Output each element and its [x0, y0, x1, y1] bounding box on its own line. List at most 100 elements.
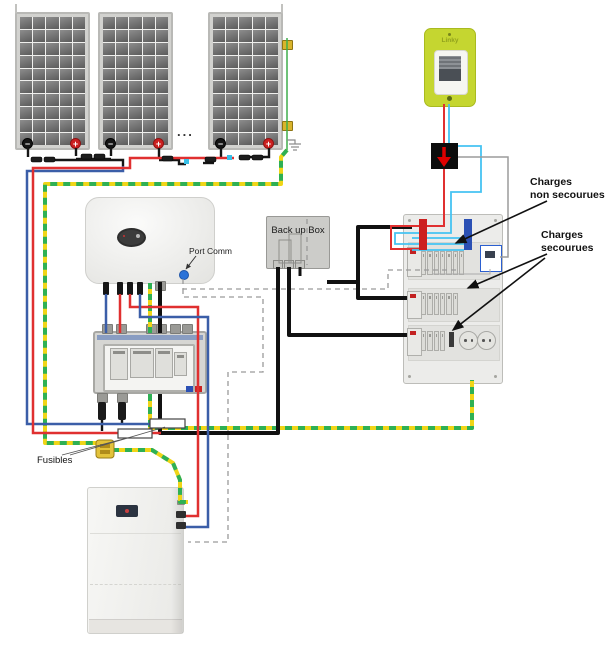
meter-display-bezel	[434, 50, 468, 95]
pv1-positive-terminal: +	[70, 138, 81, 149]
battery-seam	[90, 533, 181, 534]
gland	[182, 324, 193, 334]
pv-cell	[265, 68, 278, 81]
charges-secourues-label: Charges secourues	[541, 229, 613, 255]
pv-cell	[142, 120, 155, 133]
pv-cell	[265, 107, 278, 120]
pv-cell	[20, 94, 33, 107]
ac-backup-to-row3	[287, 267, 407, 337]
pv-cell	[239, 55, 252, 68]
pv-cell	[59, 133, 72, 145]
pv-cell	[33, 17, 46, 29]
ct-power-sensor	[431, 143, 458, 169]
pv3-negative-terminal: −	[215, 138, 226, 149]
circuit-breaker	[427, 251, 433, 275]
pv-cell	[103, 42, 116, 55]
pv-cell	[72, 81, 85, 94]
pv-cell	[239, 42, 252, 55]
pv-cell	[46, 42, 59, 55]
pv-cell	[213, 29, 226, 42]
wall-socket	[459, 331, 478, 350]
pv-cell	[265, 29, 278, 42]
blue-mark	[186, 386, 193, 392]
pv-cell	[129, 68, 142, 81]
inverter-battery-connector	[137, 282, 143, 295]
pv-cell	[265, 94, 278, 107]
mc4-connector	[118, 402, 126, 420]
pv-cell	[116, 55, 129, 68]
pv-cell	[226, 120, 239, 133]
pv-cell	[20, 120, 33, 133]
pv-cell	[265, 55, 278, 68]
backup-terminal	[295, 260, 305, 269]
pv-cell	[129, 133, 142, 145]
fuse-positive	[117, 428, 153, 439]
pv-cell	[213, 120, 226, 133]
board-energy-meter-module	[480, 245, 502, 272]
pv-cell	[226, 94, 239, 107]
pv-cell	[155, 107, 168, 120]
pv-cell	[226, 133, 239, 145]
pv-cell	[72, 120, 85, 133]
comm-inverter-to-battery	[182, 289, 264, 543]
pv-cell	[226, 81, 239, 94]
pv2-positive-terminal: +	[153, 138, 164, 149]
mc4-couplers	[30, 153, 264, 163]
pv-cell	[265, 120, 278, 133]
backup-terminal	[284, 260, 294, 269]
pv-cell	[239, 17, 252, 29]
ac-breaker	[155, 348, 173, 378]
pv-cell	[239, 133, 252, 145]
pv-cell	[20, 17, 33, 29]
battery-tower	[87, 487, 184, 634]
battery-seam	[90, 584, 181, 585]
ground-clamp	[282, 121, 293, 131]
distribution-board	[403, 214, 503, 384]
pv-cell	[72, 107, 85, 120]
pv-cell-grid	[20, 17, 85, 145]
screw	[494, 375, 497, 378]
pv-cell	[103, 81, 116, 94]
pv-cell	[59, 55, 72, 68]
pv-cell	[116, 81, 129, 94]
pv-cell	[72, 17, 85, 29]
meter-screen	[439, 56, 461, 69]
pv-cell	[142, 94, 155, 107]
pv-panel-3	[208, 12, 283, 150]
pv-cell	[239, 94, 252, 107]
backup-terminal	[273, 260, 283, 269]
circuit-breaker	[439, 331, 446, 351]
earth-symbol	[287, 139, 301, 151]
solar-inverter	[85, 197, 215, 284]
pv-cell	[72, 68, 85, 81]
charges-non-secourues-label: Charges non secourues	[530, 176, 614, 202]
pv-cell	[33, 81, 46, 94]
screw	[408, 375, 411, 378]
coupler-mark	[184, 159, 189, 164]
pv-cell-grid	[213, 17, 278, 145]
mc4-connector	[98, 402, 106, 420]
more-panels-ellipsis: ...	[177, 124, 194, 139]
pv-cell	[213, 55, 226, 68]
pv-cell	[103, 29, 116, 42]
panel-ground	[286, 38, 301, 151]
pv-cell	[129, 42, 142, 55]
pv-cell	[213, 68, 226, 81]
pv-cell	[252, 133, 265, 145]
ac-backup-to-row2	[327, 280, 407, 300]
pv-cell	[142, 29, 155, 42]
gland	[156, 324, 167, 334]
pv-cell	[20, 55, 33, 68]
inverter-ac-gland	[155, 281, 166, 291]
circuit-breaker	[452, 251, 458, 275]
pv-cell	[142, 133, 155, 145]
pv-cell	[213, 94, 226, 107]
circuit-breaker	[452, 293, 458, 315]
dc-fuses	[61, 418, 186, 456]
battery-power-terminal	[176, 522, 186, 529]
pv-cell	[116, 42, 129, 55]
pv-cell	[155, 29, 168, 42]
inverter-pv-connector	[117, 282, 123, 295]
label-line: Charges	[530, 176, 573, 188]
